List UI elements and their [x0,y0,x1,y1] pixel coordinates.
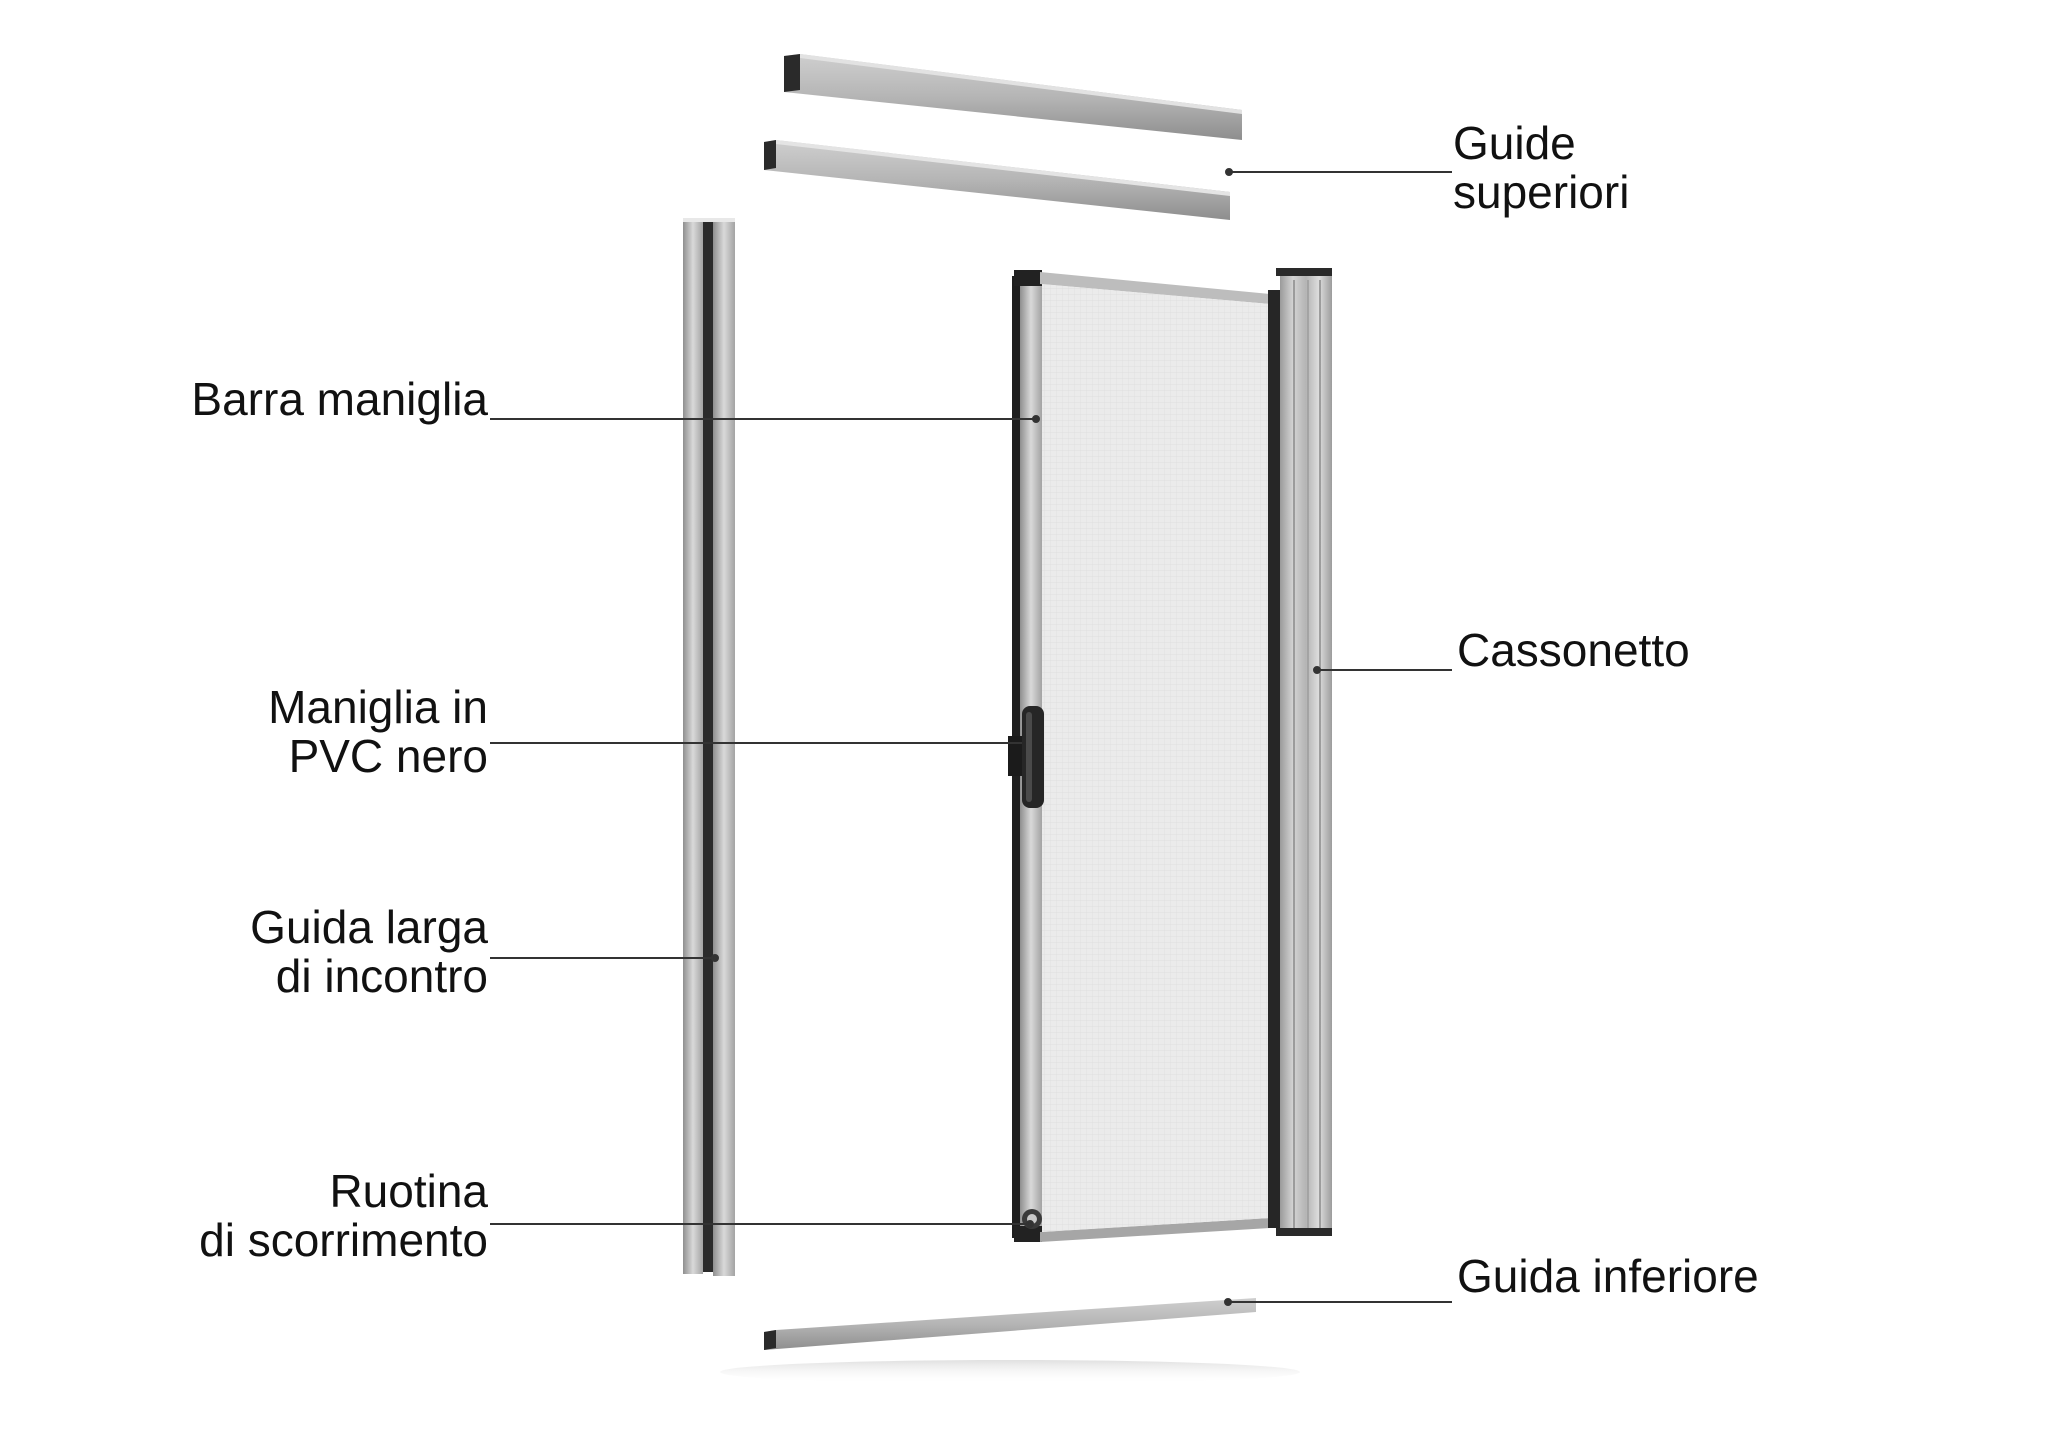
bottom-guide-rail [720,1298,1300,1384]
top-guide-rail-upper [784,54,1242,140]
label-cassonetto: Cassonetto [1457,624,1690,676]
label-ruotina: Ruotina di scorrimento [199,1165,488,1266]
label-barra-maniglia: Barra maniglia [191,373,488,425]
top-guide-rail-lower [764,140,1230,220]
leader-lines [490,168,1452,1306]
label-maniglia-pvc: Maniglia in PVC nero [268,681,488,782]
label-guida-inferiore: Guida inferiore [1457,1250,1759,1302]
wide-strike-guide [683,218,735,1276]
label-guide-superiori: Guide superiori [1453,117,1630,218]
black-pvc-handle [1008,706,1044,808]
screen-door-assembly [1012,268,1332,1242]
label-guida-larga: Guida larga di incontro [250,901,488,1002]
